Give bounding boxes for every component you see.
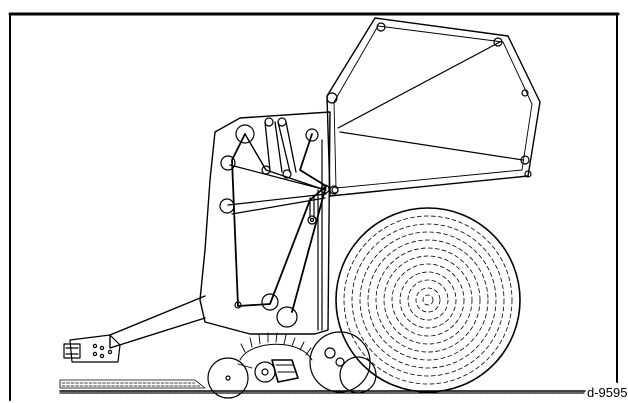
bale-chamber-body [199, 111, 331, 335]
rollers [219, 117, 339, 328]
wheels [207, 331, 377, 399]
ground-surface [59, 379, 586, 394]
tailgate [326, 17, 541, 197]
pickup-tines [237, 332, 313, 383]
frame-border [8, 12, 620, 401]
reference-code: d-9595 [587, 385, 627, 400]
drawbar [63, 295, 206, 363]
belt-system [227, 121, 327, 313]
round-bale [335, 207, 521, 393]
